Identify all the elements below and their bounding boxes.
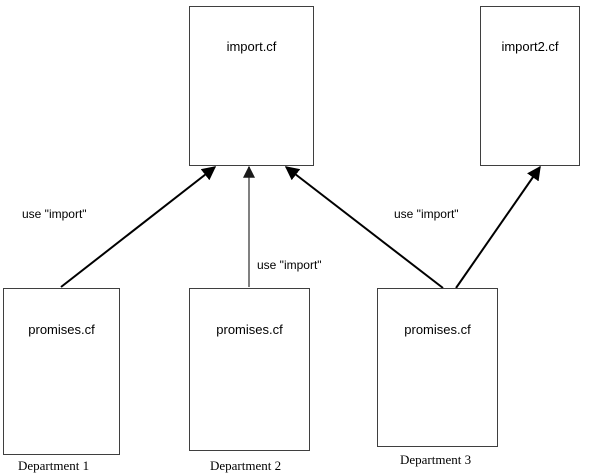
- node-label-import-cf: import.cf: [226, 39, 277, 54]
- edge-label-dept1-import: use "import": [22, 207, 87, 221]
- node-label-promises-cf-2: promises.cf: [216, 322, 283, 337]
- node-label-import2-cf: import2.cf: [501, 39, 559, 54]
- node-promises-cf-2[interactable]: promises.cf: [189, 288, 310, 451]
- node-promises-cf-1[interactable]: promises.cf: [3, 288, 120, 455]
- group-label-department-2: Department 2: [210, 458, 282, 473]
- node-label-promises-cf-1: promises.cf: [28, 322, 95, 337]
- edge-label-dept2-import: use "import": [257, 258, 322, 272]
- group-label-department-3: Department 3: [400, 452, 472, 467]
- node-promises-cf-3[interactable]: promises.cf: [377, 288, 498, 447]
- edge-edge-dept3-import2: [455, 165, 541, 289]
- node-label-promises-cf-3: promises.cf: [404, 322, 471, 337]
- edge-label-dept3-import2: use "import": [394, 207, 459, 221]
- group-label-department-1: Department 1: [18, 458, 90, 473]
- edge-edge-dept1-import: [60, 166, 217, 288]
- node-import-cf[interactable]: import.cf: [189, 6, 314, 166]
- edge-edge-dept3-import: [284, 166, 444, 289]
- node-import2-cf[interactable]: import2.cf: [480, 6, 580, 166]
